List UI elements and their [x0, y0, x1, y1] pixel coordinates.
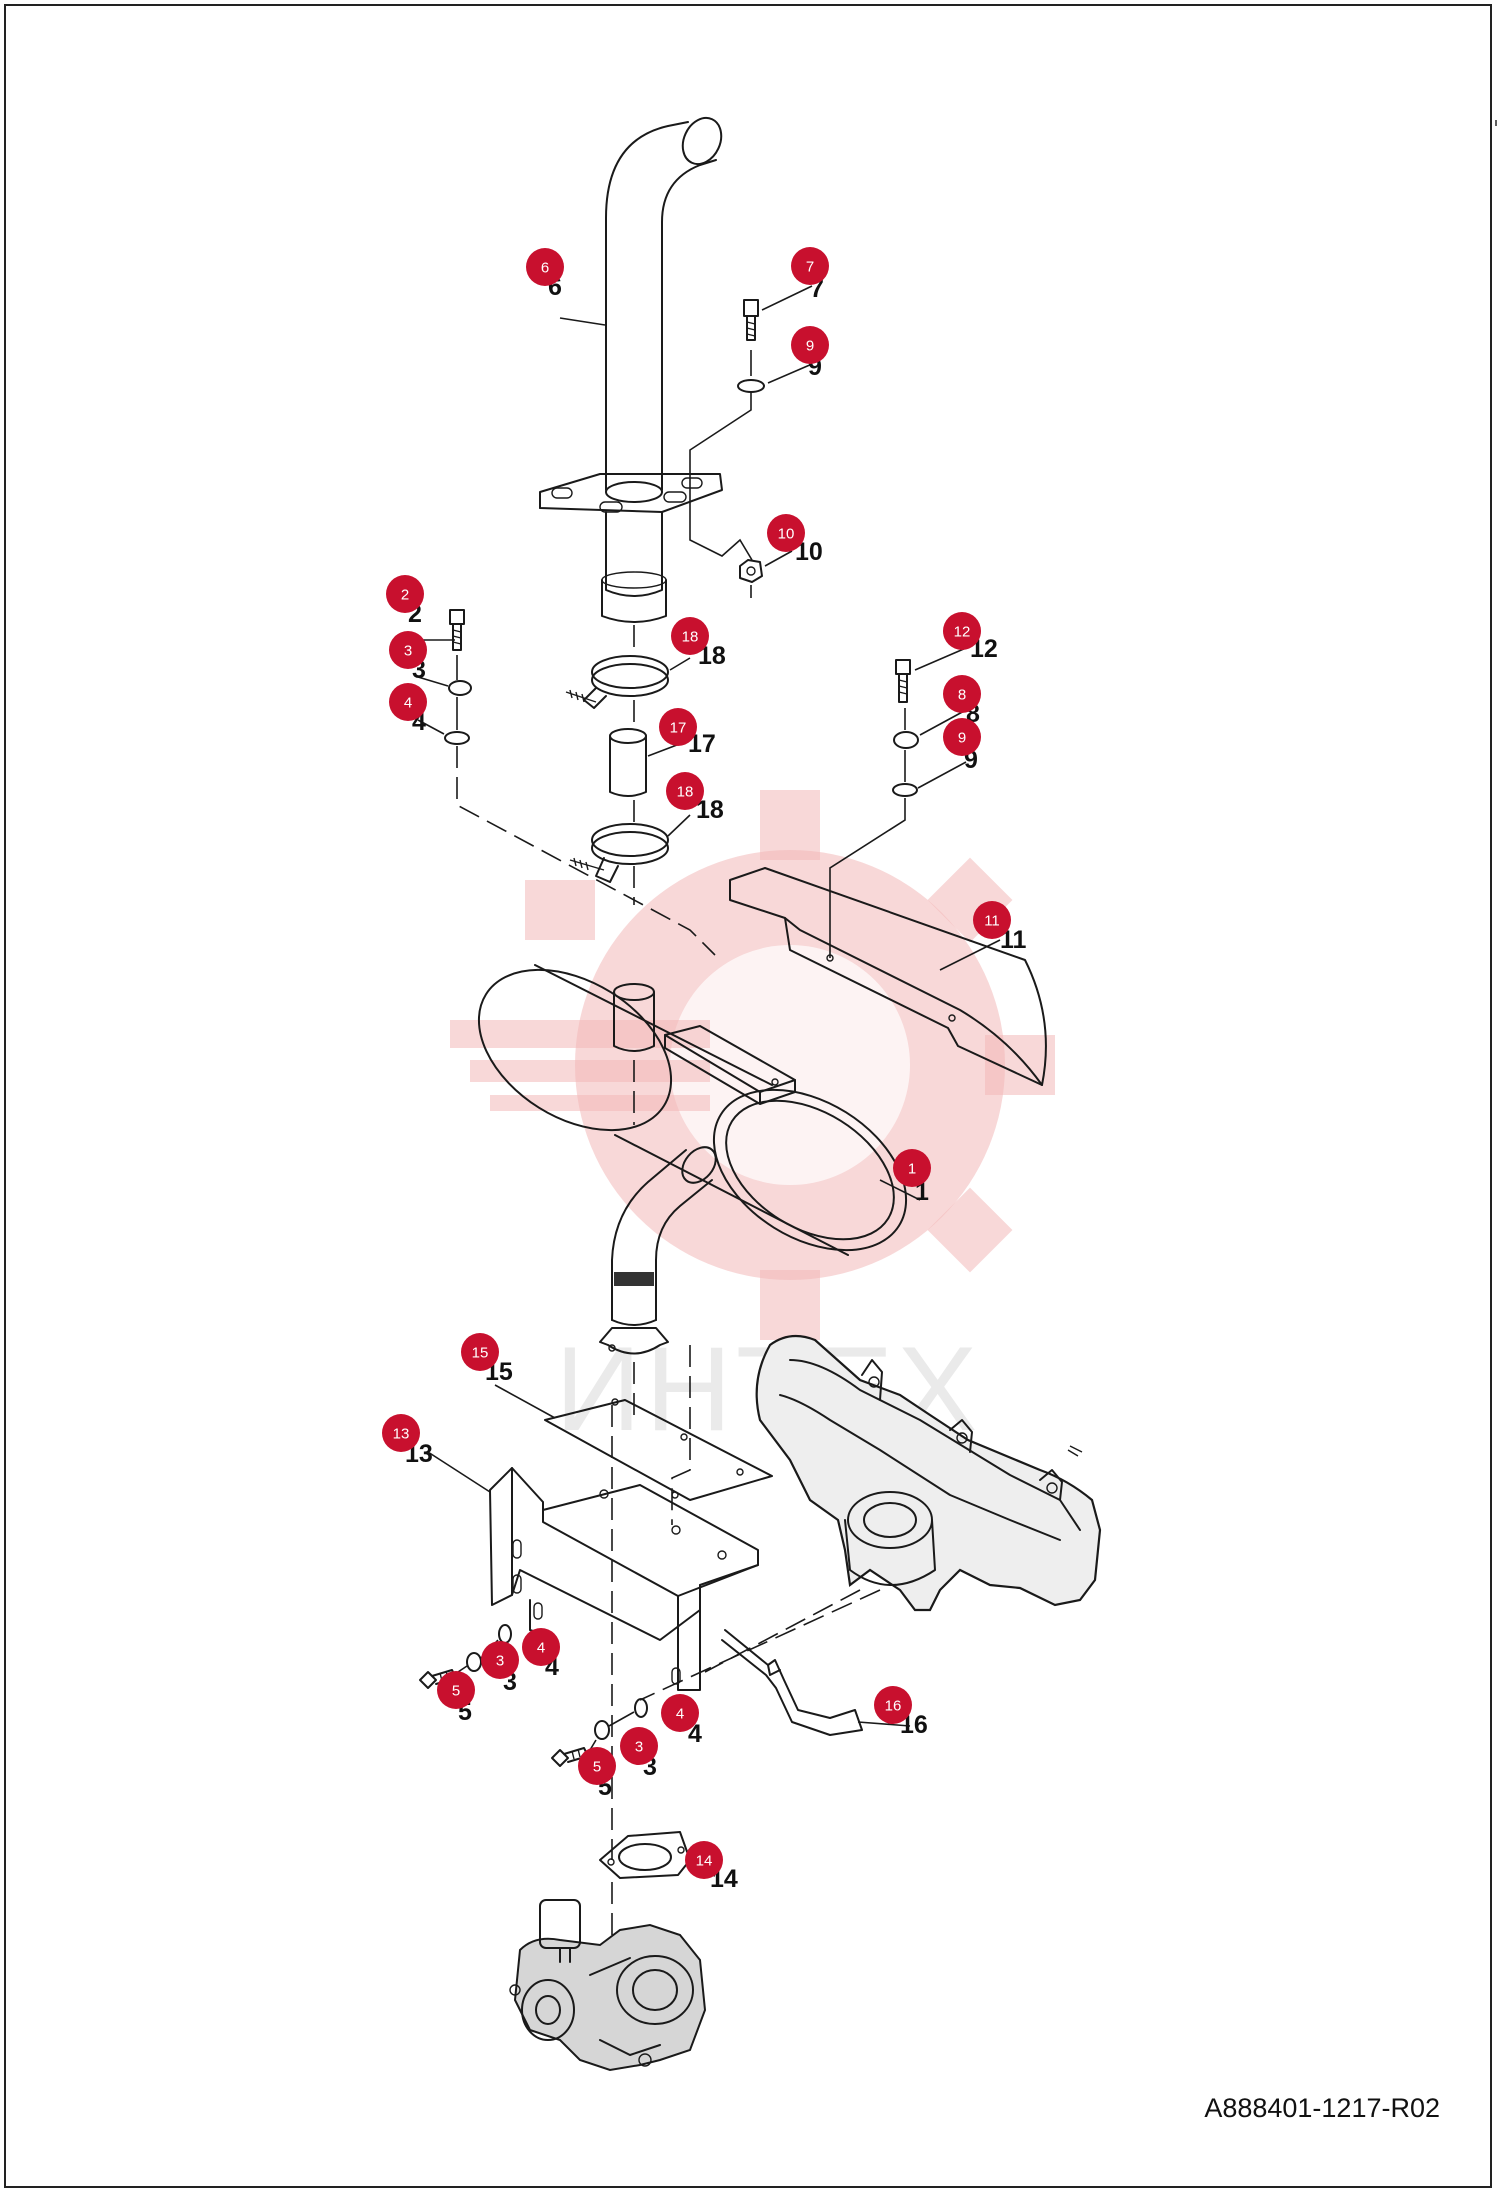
- callout-badge-label: 6: [541, 260, 549, 277]
- callout-badge-16[interactable]: 16: [874, 1686, 912, 1724]
- callout-badge-label: 14: [696, 1853, 713, 1870]
- part-lockwasher-8: [893, 731, 919, 749]
- part-washer-4-left: [498, 1624, 512, 1644]
- callout-badge-5[interactable]: 5: [578, 1747, 616, 1785]
- callout-badge-label: 18: [677, 784, 694, 801]
- part-bolt-2: [449, 609, 465, 651]
- callout-badge-label: 4: [676, 1706, 684, 1723]
- callout-badge-label: 3: [496, 1653, 504, 1670]
- part-turbocharger: [509, 1899, 707, 2072]
- callout-badge-5[interactable]: 5: [437, 1671, 475, 1709]
- callout-badge-label: 4: [537, 1640, 545, 1657]
- callout-badge-15[interactable]: 15: [461, 1333, 499, 1371]
- callout-badge-3[interactable]: 3: [389, 631, 427, 669]
- part-exhaust-stack: [539, 116, 723, 623]
- document-number: A888401-1217-R02: [1204, 2093, 1440, 2123]
- callout-badge-9[interactable]: 9: [943, 718, 981, 756]
- callout-badge-label: 18: [682, 629, 699, 646]
- callout-badge-label: 11: [984, 913, 1000, 930]
- callout-badge-12[interactable]: 12: [943, 612, 981, 650]
- callout-badge-14[interactable]: 14: [685, 1841, 723, 1879]
- part-stay-16: [721, 1629, 863, 1736]
- callout-badge-4[interactable]: 4: [661, 1694, 699, 1732]
- callout-badge-3[interactable]: 3: [481, 1641, 519, 1679]
- callout-badge-18[interactable]: 18: [671, 617, 709, 655]
- callout-badge-label: 5: [452, 1683, 460, 1700]
- callout-badge-9[interactable]: 9: [791, 326, 829, 364]
- part-clamp-18-upper: [565, 655, 669, 709]
- part-bracket-13: [489, 1467, 759, 1691]
- callout-badge-label: 1: [908, 1161, 916, 1178]
- part-lockwasher-3-upper: [448, 680, 472, 696]
- callout-badge-1[interactable]: 1: [893, 1149, 931, 1187]
- part-sleeve-17: [609, 728, 647, 797]
- part-clamp-18-lower: [569, 823, 669, 883]
- callout-badge-4[interactable]: 4: [522, 1628, 560, 1666]
- callout-badge-label: 4: [404, 695, 412, 712]
- part-bolt-7: [743, 299, 759, 341]
- callout-badge-18[interactable]: 18: [666, 772, 704, 810]
- callout-leaders: [417, 285, 1001, 1877]
- callout-badge-label: 5: [593, 1759, 601, 1776]
- part-muffler-1: [477, 964, 908, 1355]
- part-bolt-12: [895, 659, 911, 703]
- callout-badge-label: 17: [670, 720, 687, 737]
- callout-badge-label: 12: [954, 624, 971, 641]
- part-exhaust-manifold: [755, 1334, 1102, 1612]
- part-nut-10: [739, 559, 763, 583]
- callout-badge-label: 3: [404, 643, 412, 660]
- callout-badge-4[interactable]: 4: [389, 683, 427, 721]
- callout-badge-2[interactable]: 2: [386, 575, 424, 613]
- part-lockwasher-3-right: [594, 1720, 610, 1740]
- callout-badge-7[interactable]: 7: [791, 247, 829, 285]
- callout-badge-label: 9: [806, 338, 814, 355]
- callout-badge-11[interactable]: 11: [973, 901, 1011, 939]
- callout-badge-label: 15: [472, 1345, 489, 1362]
- part-washer-4-right: [634, 1698, 648, 1718]
- callout-badge-10[interactable]: 10: [767, 514, 805, 552]
- callout-badge-17[interactable]: 17: [659, 708, 697, 746]
- callout-layer: 1122333333444444555566778899991010111112…: [382, 247, 1027, 1893]
- part-heat-shield-11: [729, 867, 1047, 1086]
- part-gasket-14: [599, 1831, 691, 1879]
- drawing-frame: [4, 4, 1492, 2188]
- callout-badge-8[interactable]: 8: [943, 675, 981, 713]
- part-washer-9-top: [737, 379, 765, 393]
- callout-badge-label: 10: [778, 526, 795, 543]
- part-lockwasher-3-left: [466, 1652, 482, 1672]
- callout-badge-label: 3: [635, 1739, 643, 1756]
- callout-badge-label: 13: [393, 1426, 410, 1443]
- callout-badge-13[interactable]: 13: [382, 1414, 420, 1452]
- callout-badge-label: 7: [806, 259, 814, 276]
- part-washer-4-upper: [444, 731, 470, 745]
- callout-badge-label: 2: [401, 587, 409, 604]
- callout-badge-6[interactable]: 6: [526, 248, 564, 286]
- part-gasket-15: [544, 1398, 773, 1501]
- callout-badge-label: 8: [958, 687, 966, 704]
- callout-badge-3[interactable]: 3: [620, 1727, 658, 1765]
- callout-badge-label: 16: [885, 1698, 902, 1715]
- callout-badge-label: 9: [958, 730, 966, 747]
- part-washer-9-right: [892, 783, 918, 797]
